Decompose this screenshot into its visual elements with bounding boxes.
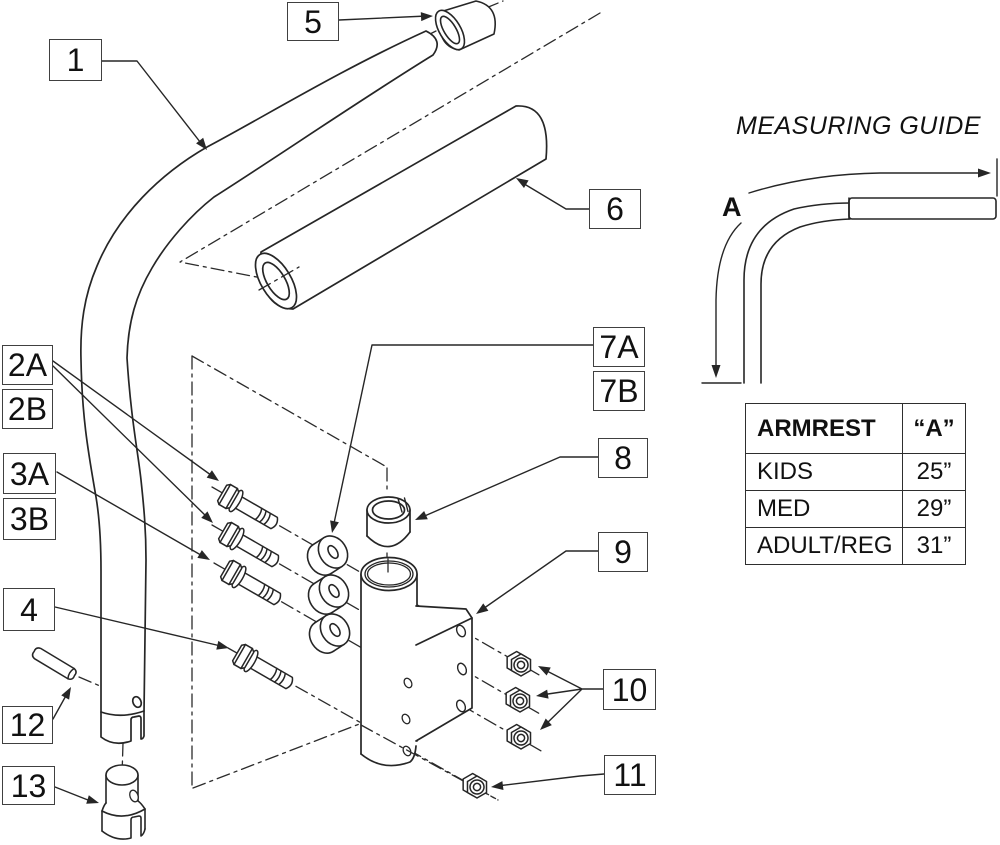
size-value: 25” <box>902 453 966 491</box>
clevis-pin <box>31 647 77 680</box>
leader-1 <box>100 60 205 148</box>
callout-4: 4 <box>3 588 55 631</box>
flange-nuts <box>462 650 532 799</box>
callout-3a: 3A <box>3 453 56 494</box>
leader-5 <box>338 15 428 21</box>
callout-6: 6 <box>589 189 641 229</box>
callout-7b: 7B <box>593 371 645 411</box>
armrest-size-table: ARMREST “A” KIDS 25” MED 29” ADULT/REG 3… <box>745 403 966 565</box>
size-name: ADULT/REG <box>745 527 903 565</box>
callout-2b: 2B <box>2 389 53 429</box>
callout-9: 9 <box>598 532 648 572</box>
hex-bolt <box>217 521 280 568</box>
hex-bolt <box>219 559 282 606</box>
spacer-washer <box>308 613 351 654</box>
spacer-washer <box>306 535 349 576</box>
callout-11: 11 <box>604 755 656 795</box>
flange-nut <box>505 686 531 713</box>
size-table-header-armrest: ARMREST <box>745 403 903 454</box>
leader-arrowheads <box>61 12 552 804</box>
dimension-arc-left <box>715 222 742 371</box>
callout-9-label: 9 <box>614 534 632 570</box>
callout-2a-label: 2A <box>7 347 48 383</box>
size-name: MED <box>745 490 903 528</box>
leader-11 <box>496 773 605 787</box>
hex-bolt <box>216 483 279 530</box>
leader-13 <box>54 786 94 803</box>
callout-3b: 3B <box>3 498 56 540</box>
callout-7a-label: 7A <box>599 329 639 365</box>
receiver-tube-top <box>360 556 418 757</box>
callout-2a: 2A <box>2 345 53 385</box>
split-bushing <box>366 496 411 548</box>
dimension-arrowheads <box>711 168 991 378</box>
callout-5: 5 <box>287 2 339 41</box>
callout-11-label: 11 <box>613 757 647 793</box>
hex-bolts <box>216 483 294 690</box>
callout-12-label: 12 <box>9 707 46 743</box>
flange-nut <box>506 650 532 677</box>
callout-6-label: 6 <box>606 191 624 227</box>
callout-8-label: 8 <box>614 440 632 476</box>
flange-nut <box>506 723 532 750</box>
size-value: 29” <box>902 490 966 528</box>
callout-13: 13 <box>2 766 55 805</box>
dimension-arc-top <box>748 172 984 194</box>
size-name: KIDS <box>745 453 903 491</box>
leader-6 <box>520 181 590 210</box>
callout-3a-label: 3A <box>9 455 50 492</box>
callout-4-label: 4 <box>20 591 38 628</box>
leader-2a <box>52 360 216 520</box>
callout-7a: 7A <box>593 327 645 367</box>
callout-13-label: 13 <box>10 767 47 804</box>
spacer-washer <box>307 574 350 615</box>
callout-12: 12 <box>2 706 53 744</box>
size-table-header-row: ARMREST “A” <box>745 403 966 454</box>
measuring-guide-drawing <box>701 158 998 384</box>
hex-bolt <box>231 643 294 690</box>
callout-1: 1 <box>49 39 102 81</box>
callout-8: 8 <box>598 438 648 478</box>
callout-2b-label: 2B <box>7 391 48 427</box>
armrest-tube <box>80 30 439 745</box>
callout-10-label: 10 <box>611 671 648 708</box>
size-table-row: MED 29” <box>745 490 966 528</box>
size-value: 31” <box>902 527 966 565</box>
leader-10 <box>540 668 604 727</box>
leader-7a <box>332 344 594 529</box>
bottom-insert <box>101 764 146 840</box>
mounting-bracket <box>415 605 473 742</box>
callout-10: 10 <box>603 669 656 710</box>
callout-3b-label: 3B <box>9 501 50 537</box>
leader-4 <box>54 606 226 648</box>
callout-5-label: 5 <box>304 3 322 40</box>
callout-1-label: 1 <box>66 42 85 78</box>
leader-9 <box>479 550 599 612</box>
leader-3a <box>56 471 207 559</box>
callout-7b-label: 7B <box>599 373 639 409</box>
flange-nut <box>462 772 488 799</box>
armrest-pad-tube <box>254 105 548 310</box>
pad-tube-centerline <box>258 266 300 291</box>
dimension-a-label: A <box>722 192 742 222</box>
spacer-washers <box>306 535 351 654</box>
size-table-row: KIDS 25” <box>745 453 966 491</box>
top-bushing <box>434 0 496 51</box>
measuring-guide-title: MEASURING GUIDE <box>736 112 982 140</box>
receiver-tube <box>360 573 418 767</box>
leader-8 <box>419 456 599 519</box>
leader-lines <box>52 15 605 803</box>
size-table-header-a: “A” <box>902 403 966 454</box>
size-table-row: ADULT/REG 31” <box>745 527 966 565</box>
